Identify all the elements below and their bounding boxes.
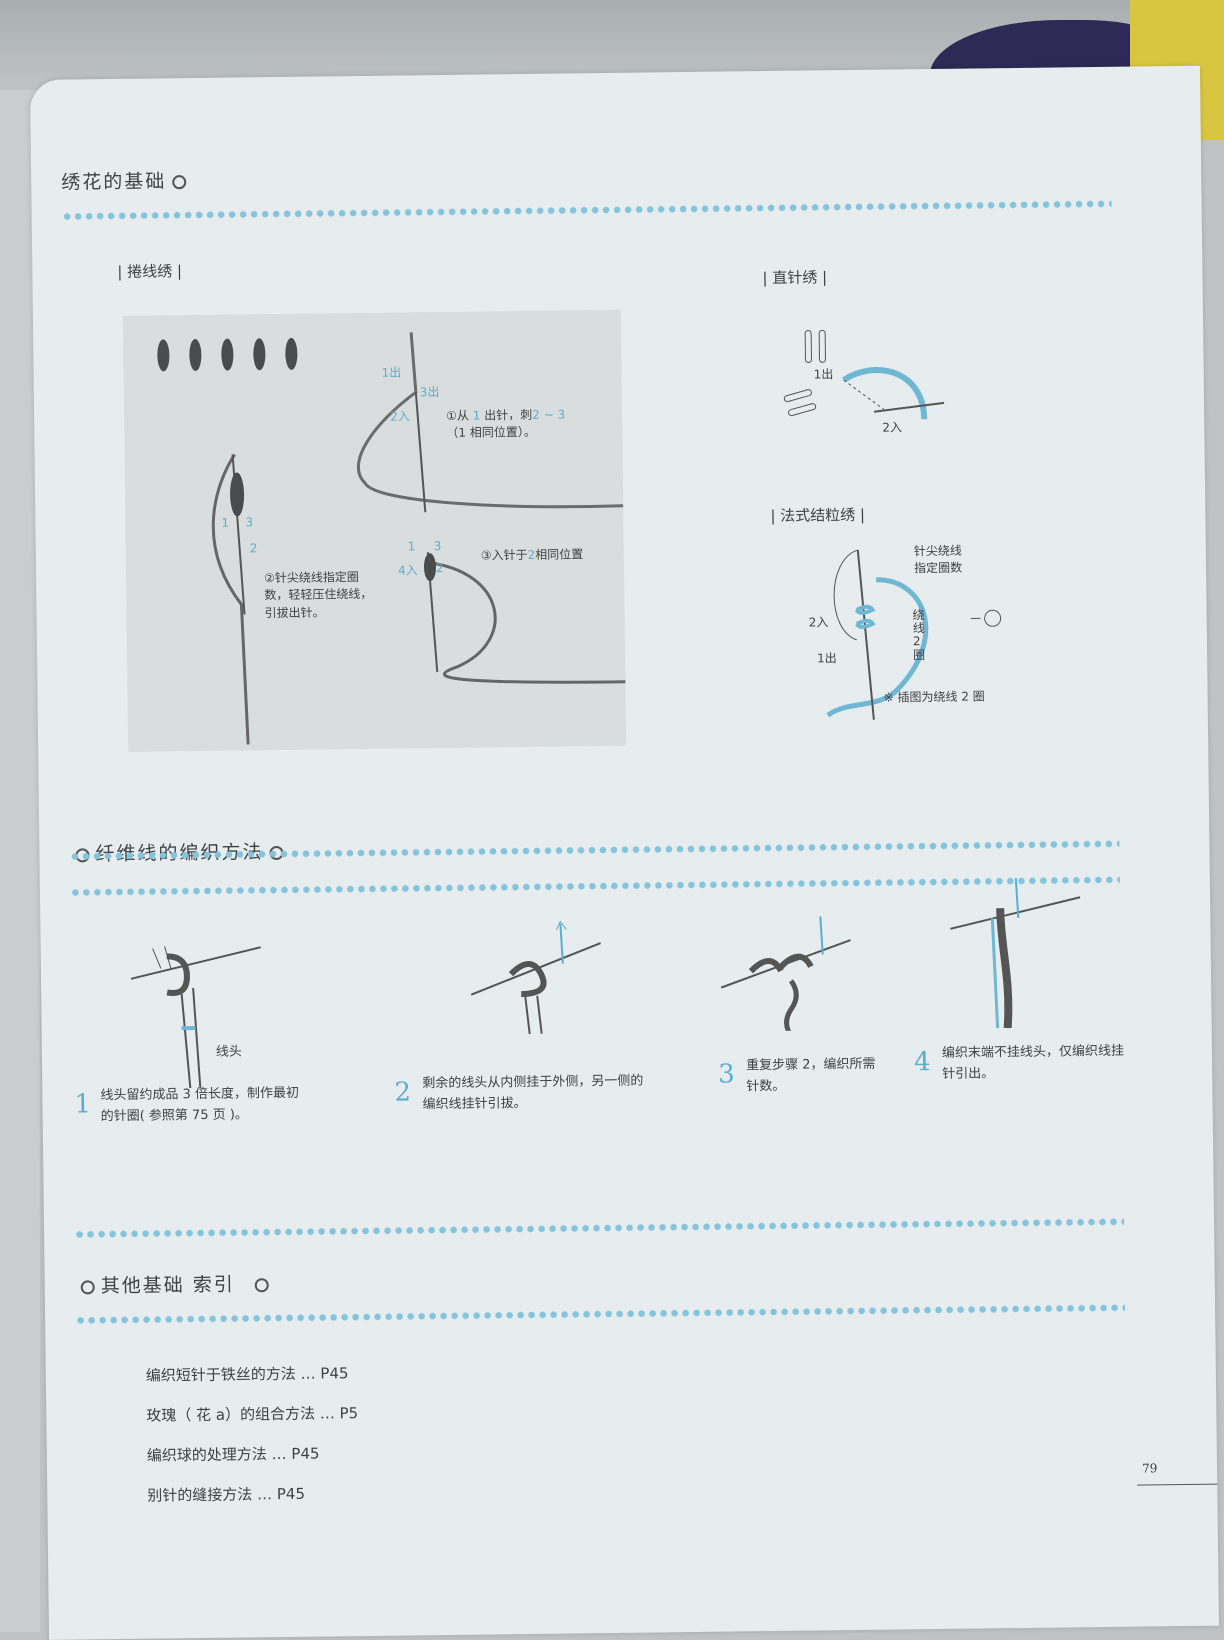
fiber-step4-figure [940, 877, 1092, 1029]
label-3b: 3 [433, 539, 442, 554]
book-page: 绣花的基础 | 捲线绣 | | 直针绣 | | 法式结粒绣 | 1出 3出 2入… [30, 65, 1219, 1640]
label-1out: 1出 [381, 365, 402, 380]
tail-label: 线头 [215, 1044, 242, 1060]
step3-note: ③入针于2相同位置 [480, 547, 584, 563]
step-text-1: 线头留约成品 3 倍长度，制作最初 的针圈( 参照第 75 页 )。 [100, 1085, 300, 1125]
finished-stitches-icon [157, 337, 298, 372]
french-note: ※ 插图为绕线 2 圈 [883, 689, 985, 705]
french-label-2in: 2入 [808, 615, 829, 630]
french-knot-drawing [826, 549, 1002, 720]
label-2: 2 [249, 541, 258, 556]
fiber-step1-drawing [130, 946, 261, 1089]
dotted-divider [74, 1216, 1125, 1240]
french-knot-label: | 法式结粒绣 | [770, 505, 866, 525]
straight-label-1out: 1出 [813, 367, 834, 382]
step2-note: ②针尖绕线指定圈 数，轻轻压住绕线， 引拔出针。 [264, 570, 373, 620]
label-1: 1 [221, 515, 230, 530]
section-marker-icon [172, 174, 187, 189]
step-number-3: 3 [718, 1059, 735, 1090]
index-item: 编织球的处理方法 … P45 [146, 1444, 320, 1465]
french-label-1out: 1出 [817, 651, 837, 666]
page-number: 79 [1141, 1461, 1158, 1476]
label-4in: 4入 [397, 563, 418, 578]
step-number-4: 4 [913, 1047, 931, 1078]
label-2in: 2入 [390, 409, 410, 424]
step-number-2: 2 [394, 1077, 412, 1108]
step-text-3: 重复步骤 2，编织所需 针数。 [746, 1056, 876, 1095]
french-wrap2: 绕 线 2 圈 [912, 608, 926, 662]
index-item: 编织短针于铁丝的方法 … P45 [145, 1364, 349, 1385]
straight-label-2in: 2入 [882, 420, 903, 435]
label-3: 3 [245, 515, 254, 530]
label-1b: 1 [407, 539, 416, 554]
fiber-step2-figure [450, 913, 611, 1035]
page-number-rule [1137, 1483, 1218, 1486]
step-number-1: 1 [74, 1089, 92, 1120]
fiber-step3-drawing [720, 916, 851, 1032]
bullion-stitch-label: | 捲线绣 | [117, 262, 183, 281]
dotted-divider [75, 1302, 1126, 1326]
section-title-text: 其他基础 索引 [100, 1273, 235, 1298]
straight-stitch-label: | 直针绣 | [762, 268, 828, 288]
french-wrap-note: 针尖绕线 指定圈数 [913, 543, 963, 576]
fiber-step1-figure: 线头 [130, 937, 272, 1089]
fiber-step2-drawing [470, 920, 601, 1035]
section-title-index: 其他基础 索引 [75, 1269, 275, 1298]
index-item: 玫瑰（ 花 a）的组合方法 … P5 [146, 1404, 359, 1425]
section-title-text: 绣花的基础 [61, 170, 167, 194]
straight-stitch-figure: 1出 2入 [773, 318, 975, 460]
step-text-2: 剩余的线头从内侧挂于外侧，另一侧的 编织线挂针引拔。 [422, 1073, 644, 1113]
index-item: 别针的缝接方法 … P45 [147, 1484, 306, 1505]
step-text-4: 编织末端不挂线头，仅编织线挂 针引出。 [941, 1043, 1125, 1083]
fiber-step3-figure [710, 910, 861, 1032]
bullion-stitch-photo: 1出 3出 2入 ①从 1 出针，刺2 ~ 3（1 相同位置）。 1 3 2 ②… [122, 309, 627, 752]
step1-note: ①从 1 出针，刺2 ~ 3（1 相同位置）。 [446, 407, 566, 441]
fiber-step4-drawing [950, 877, 1081, 1029]
bullion-stitch-drawing [157, 332, 626, 745]
section-title-embroidery: 绣花的基础 [61, 166, 192, 195]
dotted-divider [61, 198, 1112, 222]
section-marker-icon [80, 1279, 95, 1294]
label-2b: 2 [435, 560, 444, 576]
section-marker-icon [254, 1277, 269, 1292]
straight-stitch-drawing [783, 329, 945, 420]
label-3out: 3出 [419, 385, 440, 400]
french-knot-figure: 针尖绕线 指定圈数 绕 线 2 圈 2入 1出 ※ 插图为绕线 2 圈 [786, 538, 1028, 731]
